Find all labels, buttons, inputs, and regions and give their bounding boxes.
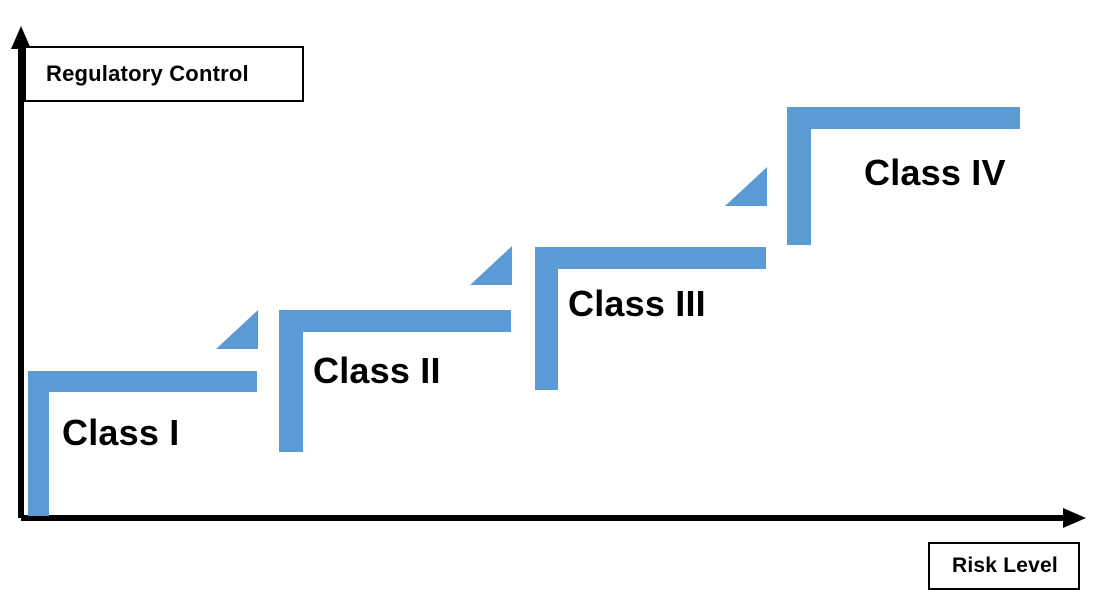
x-axis-label-box: Risk Level — [928, 542, 1080, 590]
step-corner-class-i — [28, 371, 257, 516]
step-corner-class-ii — [279, 310, 511, 452]
connector-triangle-1 — [216, 310, 258, 349]
step-shape-class-iv — [787, 107, 1020, 245]
step-label-class-iv: Class IV — [864, 152, 1006, 193]
connector-triangle-3 — [725, 167, 767, 206]
y-axis-label-text: Regulatory Control — [46, 61, 249, 86]
step-shape-class-ii — [279, 310, 511, 452]
step-shape-class-i — [28, 371, 257, 516]
step-shape-class-iii — [535, 247, 766, 390]
step-label-class-ii: Class II — [313, 350, 441, 391]
step-corner-class-iv — [787, 107, 1020, 245]
y-axis-arrowhead — [11, 26, 31, 49]
x-axis-arrowhead — [1063, 508, 1086, 528]
y-axis-label-box: Regulatory Control — [24, 46, 304, 102]
x-axis-label-text: Risk Level — [952, 554, 1058, 577]
step-label-class-iii: Class III — [568, 283, 706, 324]
step-label-class-i: Class I — [62, 412, 180, 453]
step-corner-class-iii — [535, 247, 766, 390]
connector-triangle-2 — [470, 246, 512, 285]
